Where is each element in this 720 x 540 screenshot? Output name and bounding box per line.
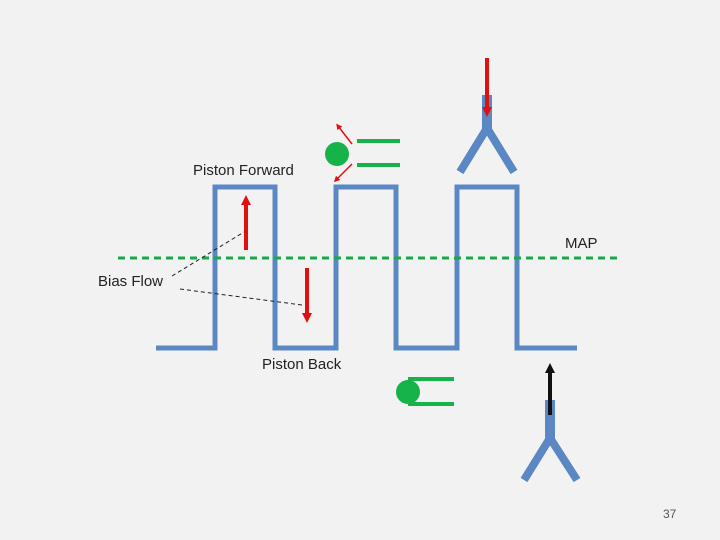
- piston-back-label: Piston Back: [262, 356, 342, 373]
- page-number: 37: [663, 507, 677, 521]
- piston-forward-label: Piston Forward: [193, 162, 294, 179]
- bias-flow-leader-upper: [171, 231, 245, 277]
- map-label: MAP: [565, 235, 598, 252]
- bias-flow-label: Bias Flow: [98, 273, 164, 290]
- valve-icon: [325, 123, 400, 183]
- bias-flow-leader-lower: [179, 288, 303, 306]
- valve-icon: [396, 377, 454, 406]
- square-waveform: [156, 184, 577, 351]
